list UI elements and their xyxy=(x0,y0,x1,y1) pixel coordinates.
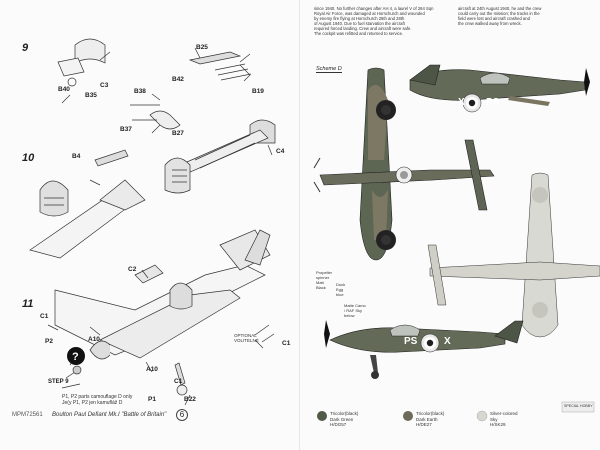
part-label-p2: P2 xyxy=(45,338,53,345)
spinner xyxy=(72,365,82,375)
part-label-b27: B27 xyxy=(172,130,184,137)
aircraft-profiles xyxy=(313,64,600,422)
part-label-c1-c: C1 xyxy=(282,340,291,347)
side-view-upper xyxy=(409,64,590,113)
control-assembly xyxy=(149,110,181,130)
part-label-p1: P1 xyxy=(148,396,156,403)
step-9-reference: STEP 9 xyxy=(48,379,69,385)
optional-note: OPTIONAL VOLITELNÉ xyxy=(234,333,259,343)
top-tailplane xyxy=(464,139,488,211)
step-11-number: 11 xyxy=(22,298,34,310)
upper-code-port: PS xyxy=(486,97,500,108)
lower-code-starboard: X xyxy=(444,336,451,347)
top-view-aircraft xyxy=(313,67,495,261)
seat-back-part xyxy=(74,38,106,64)
knob-part xyxy=(67,77,77,87)
legend-sky: Silver-colored Sky H/SK29 xyxy=(490,411,518,428)
side-view-lower xyxy=(324,320,524,379)
page-number: 6 xyxy=(176,409,188,421)
history-text-right: aircraft at 24th August 1940, he and the… xyxy=(458,6,542,26)
kit-title: Boulton Paul Defiant Mk.I "Battle of Bri… xyxy=(52,412,167,418)
underside-view xyxy=(427,172,600,338)
turret-guns-base xyxy=(179,129,269,174)
part-label-c1-a: C1 xyxy=(40,313,49,320)
prop-top xyxy=(313,157,321,193)
gun-barrels xyxy=(214,63,252,81)
step-9-number: 9 xyxy=(22,42,29,54)
underside-wing xyxy=(521,172,559,338)
brand-logo: SPECIAL HOBBY xyxy=(564,404,593,408)
underside-tailplane xyxy=(427,244,447,306)
seat-part xyxy=(57,57,85,77)
upper-code-starboard: X xyxy=(458,97,465,108)
underside-fuselage xyxy=(429,261,600,281)
part-label-a10-a: A10 xyxy=(88,336,100,343)
turret-frames xyxy=(172,169,187,183)
part-label-c1-b: C1 xyxy=(174,378,183,385)
svg-text:?: ? xyxy=(72,351,79,363)
part-label-b42: B42 xyxy=(172,76,184,83)
turret-dome xyxy=(164,157,191,194)
part-label-b35: B35 xyxy=(85,92,97,99)
mount-bracket xyxy=(239,64,251,82)
fin-step11 xyxy=(244,229,271,266)
part-label-c3: C3 xyxy=(100,82,109,89)
assembly-drawings: ? xyxy=(29,38,276,406)
part-label-b25: B25 xyxy=(196,44,208,51)
turret-step10 xyxy=(39,180,69,217)
legend-label: Tricolor(black) Dark Earth H/DE27 xyxy=(416,411,445,427)
lower-fin xyxy=(494,320,524,344)
part-label-a10-b: A10 xyxy=(146,366,158,373)
kit-code: MPM72561 xyxy=(12,412,43,418)
legend-label: Tricolor(black) Dark Green H/DG57 xyxy=(330,411,359,427)
duck-egg-note: Duck Egg blue xyxy=(336,282,346,297)
legend-dark-earth: Tricolor(black) Dark Earth H/DE27 xyxy=(416,411,444,428)
turret-step11 xyxy=(169,282,193,310)
part-label-c4: C4 xyxy=(276,148,285,155)
part-label-b4: B4 xyxy=(72,153,81,160)
part-label-b19: B19 xyxy=(252,88,264,95)
canopy-c2 xyxy=(134,264,164,284)
part-label-b22: B22 xyxy=(184,396,196,403)
part-b4 xyxy=(94,149,129,167)
step-10-number: 10 xyxy=(22,152,35,164)
upper-propeller xyxy=(584,68,590,96)
instructions-page: ? 9 10 11 STEP 9 B40 B35 C3 B25 B42 B19 … xyxy=(12,38,291,421)
camouflage-note: P1, P2 parts camouflage D only Je(y P1, … xyxy=(62,394,133,406)
pushrods xyxy=(130,104,160,121)
gun-mount xyxy=(188,51,242,65)
history-text-left: since 1940. No further changes after AH … xyxy=(314,6,434,36)
landing-gear xyxy=(174,362,186,386)
part-label-b37: B37 xyxy=(120,126,132,133)
legend-dark-green: Tricolor(black) Dark Green H/DG57 xyxy=(330,411,358,428)
part-label-c2: C2 xyxy=(128,266,137,273)
wheel xyxy=(176,384,188,396)
part-label-b40: B40 xyxy=(58,86,70,93)
tail-step10 xyxy=(99,179,146,211)
question-marker xyxy=(67,347,85,365)
lower-propeller xyxy=(324,320,330,348)
propeller-note: Propeller spinner Matt Black xyxy=(316,270,333,290)
part-label-b38: B38 xyxy=(134,88,146,95)
upper-fin xyxy=(409,64,441,86)
lower-canopy xyxy=(389,324,421,337)
antenna-part xyxy=(254,324,275,343)
painting-page: since 1940. No further changes after AH … xyxy=(300,0,600,450)
upper-canopy xyxy=(479,72,511,85)
lower-code-port: PS xyxy=(404,336,418,347)
engine-nose xyxy=(89,340,111,360)
turret-gun-pair xyxy=(194,134,256,169)
scheme-label: Scheme D xyxy=(316,66,342,73)
legend-label: Silver-colored Sky H/SK29 xyxy=(490,411,518,427)
matte-note: Matte Camo / RAF Sky below xyxy=(344,303,366,318)
